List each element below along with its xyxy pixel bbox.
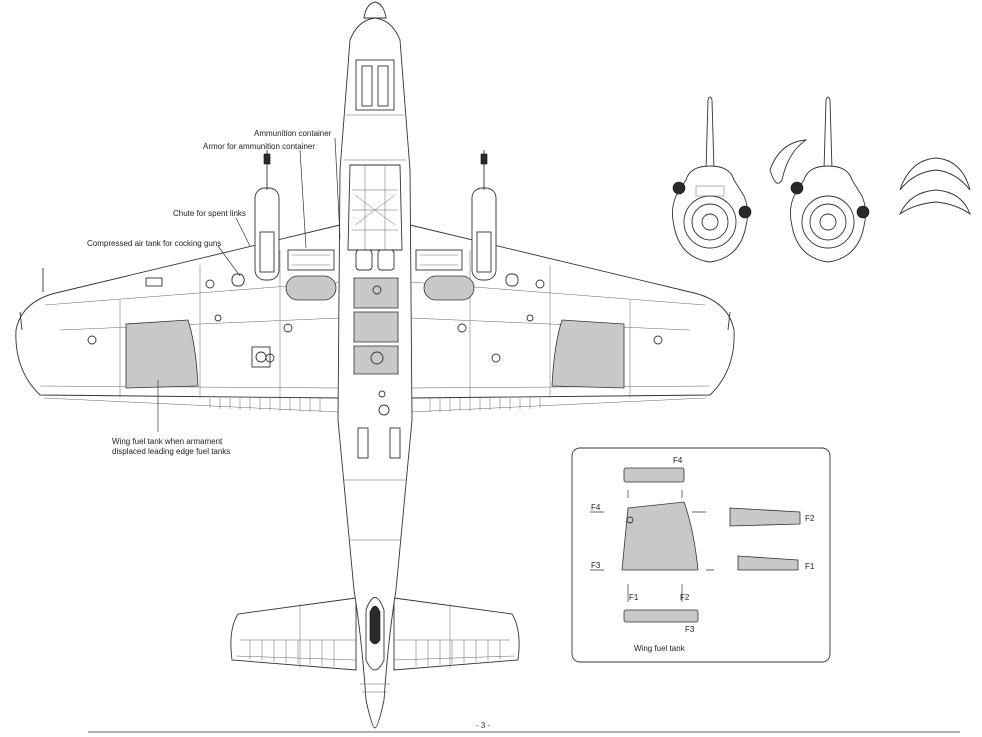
inset-label-f4-left: F4 [591, 503, 601, 512]
page-number: - 3 - [476, 721, 491, 730]
inset-label-f2-right: F2 [805, 514, 815, 523]
inset-title: Wing fuel tank [634, 644, 686, 653]
callout-wing-fuel-tank-line2: displaced leading edge fuel tanks [112, 447, 230, 456]
inset-wing-fuel-tank [571, 447, 831, 663]
callout-compressed-air-tank: Compressed air tank for cocking guns [87, 239, 221, 248]
inset-label-f1-under: F1 [629, 593, 639, 602]
inset-label-f3-bottom: F3 [685, 625, 695, 634]
inset-label-f1-right: F1 [805, 562, 815, 571]
callout-ammunition-container: Ammunition container [254, 129, 332, 138]
callout-armor-ammunition: Armor for ammunition container [203, 142, 315, 151]
engine-front-view-1 [671, 96, 752, 263]
callout-wing-fuel-tank-line1: Wing fuel tank when armament [112, 437, 223, 446]
callout-chute-spent-links: Chute for spent links [173, 209, 246, 218]
horizontal-tail [230, 597, 520, 671]
inset-label-f2-under: F2 [680, 593, 690, 602]
engine-cowl-rings [898, 157, 971, 216]
callout-leaders [157, 137, 341, 432]
fuselage [337, 1, 413, 729]
inset-label-f4-top: F4 [673, 456, 683, 465]
gun-pods [231, 150, 519, 287]
inset-label-f3-left: F3 [591, 561, 601, 570]
engine-front-view-2 [769, 96, 870, 263]
